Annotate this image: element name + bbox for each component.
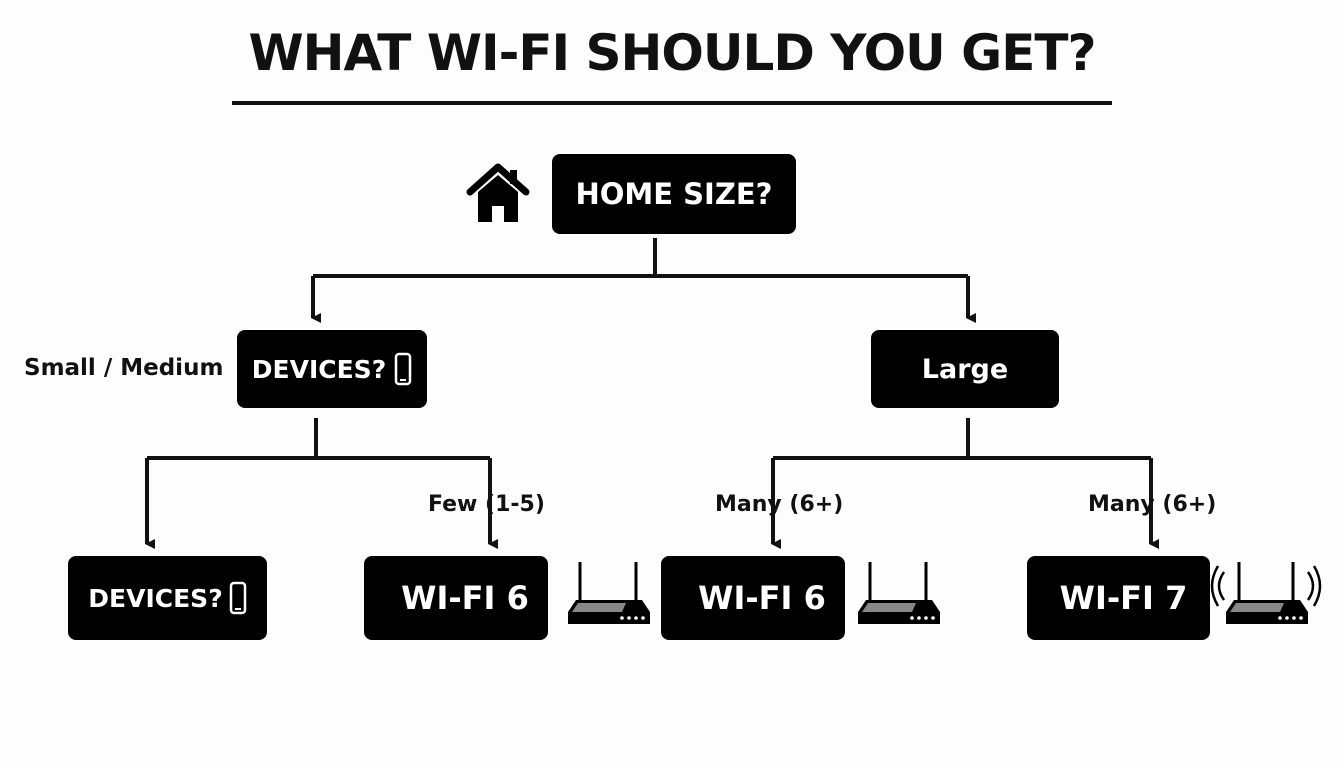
node-label: WI-FI 7 — [1059, 579, 1188, 617]
router-icon — [1210, 562, 1322, 624]
node-large: Large — [871, 330, 1059, 408]
node-label: WI-FI 6 — [401, 579, 529, 617]
diagram-title: WHAT WI-FI SHOULD YOU GET? — [248, 24, 1097, 82]
phone-icon — [229, 581, 246, 615]
edge-label-small-medium: Small / Medium — [24, 355, 224, 381]
node-wifi6-mid: WI-FI 6 — [661, 556, 845, 640]
router-icon — [858, 562, 940, 624]
node-wifi7: WI-FI 7 — [1027, 556, 1210, 640]
node-label: DEVICES? — [88, 583, 223, 613]
node-devices-bottom: DEVICES? — [68, 556, 267, 640]
edge-label-few: Few (1-5) — [428, 492, 545, 517]
phone-icon — [394, 352, 412, 386]
node-label: Large — [921, 353, 1009, 385]
house-icon — [466, 163, 530, 222]
edge-label-many-left: Many (6+) — [715, 492, 844, 517]
edge-label-many-right: Many (6+) — [1088, 492, 1217, 517]
wifi-signal-icon — [1210, 565, 1322, 607]
node-devices: DEVICES? — [237, 330, 427, 408]
router-icon — [568, 562, 650, 624]
node-home-size: HOME SIZE? — [552, 154, 796, 234]
node-label: WI-FI 6 — [698, 579, 826, 617]
title-underline — [232, 101, 1112, 105]
node-wifi6-left: WI-FI 6 — [364, 556, 548, 640]
node-label: DEVICES? — [251, 354, 387, 384]
node-label: HOME SIZE? — [575, 177, 773, 211]
